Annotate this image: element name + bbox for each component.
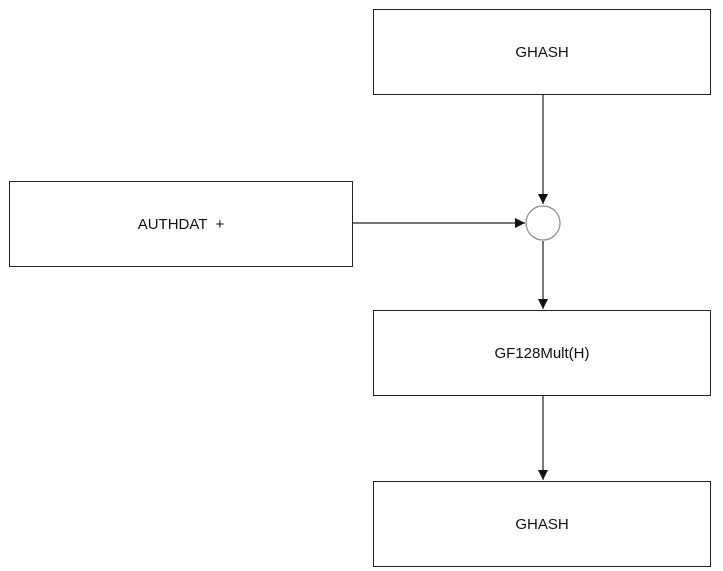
gf128mult-label: GF128Mult(H) [494,344,590,362]
xor-circle [525,205,561,241]
ghash-output-label: GHASH [515,515,569,533]
ghash-input-label: GHASH [515,43,569,61]
gf128mult-box: GF128Mult(H) [373,310,711,396]
authdat-label: AUTHDAT + [137,215,225,233]
ghash-input-box: GHASH [373,9,711,95]
ghash-output-box: GHASH [373,481,711,567]
authdat-box: AUTHDAT + [9,181,353,267]
